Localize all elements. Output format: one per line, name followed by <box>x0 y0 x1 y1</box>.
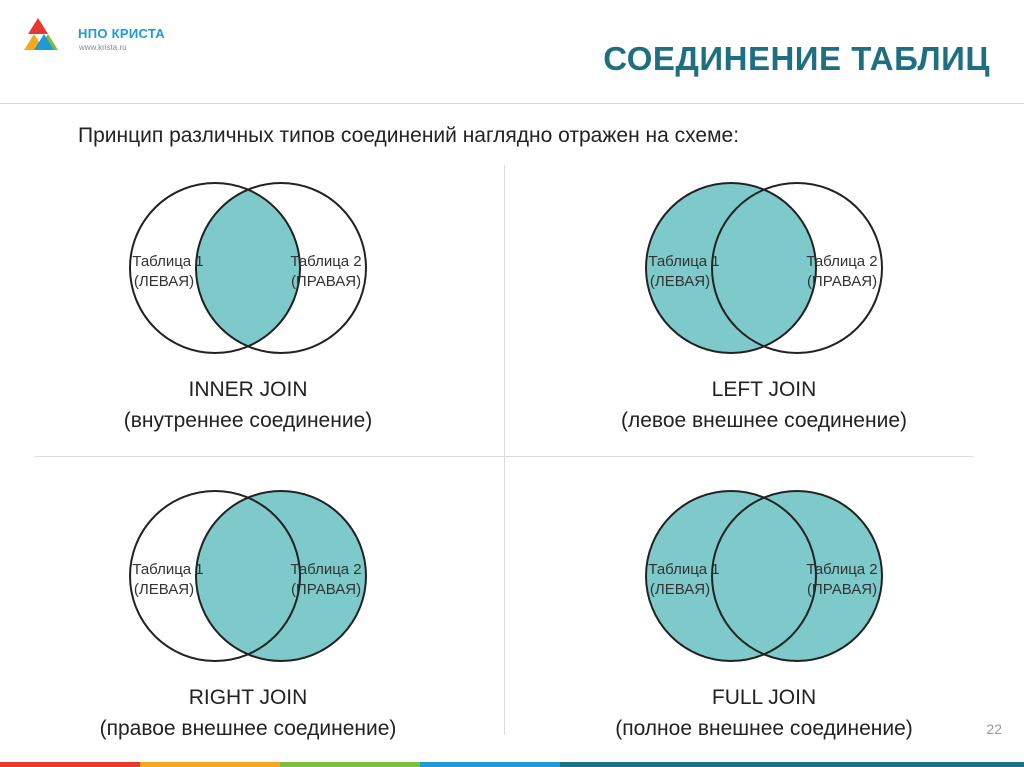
left-circle <box>645 490 817 662</box>
join-name: INNER JOIN <box>188 378 308 401</box>
right-label: (ПРАВАЯ) <box>807 581 877 598</box>
bar-red-segment <box>0 762 140 767</box>
right-label: (ПРАВАЯ) <box>291 581 361 598</box>
left-circle <box>129 182 301 354</box>
bar-green-segment <box>280 762 420 767</box>
left-circle-fill <box>646 183 816 353</box>
bottom-color-bar <box>0 762 1024 767</box>
right-circle-fill <box>196 491 366 661</box>
venn-inner-join: Таблица 1 (ЛЕВАЯ) Таблица 2 (ПРАВАЯ) <box>129 182 367 354</box>
left-label: (ЛЕВАЯ) <box>134 581 194 598</box>
header-divider <box>0 103 1024 104</box>
horizontal-divider <box>35 456 973 457</box>
join-desc: (внутреннее соединение) <box>123 409 373 432</box>
left-circle <box>645 182 817 354</box>
bar-orange-segment <box>140 762 280 767</box>
left-circle <box>129 490 301 662</box>
table1-label: Таблица 1 <box>648 561 719 578</box>
logo-name: НПО КРИСТА <box>78 26 165 41</box>
caption-full-join: FULL JOIN (полное внешнее соединение) <box>544 682 984 744</box>
table1-label: Таблица 1 <box>648 253 719 270</box>
table1-label: Таблица 1 <box>132 561 203 578</box>
right-circle-fill <box>712 491 882 661</box>
logo-triangles-icon <box>24 18 58 50</box>
left-label: (ЛЕВАЯ) <box>650 581 710 598</box>
bar-blue-segment <box>420 762 560 767</box>
join-name: RIGHT JOIN <box>188 686 308 709</box>
join-name: FULL JOIN <box>711 686 817 709</box>
right-circle <box>711 182 883 354</box>
table2-label: Таблица 2 <box>290 253 361 270</box>
right-label: (ПРАВАЯ) <box>291 273 361 290</box>
caption-left-join: LEFT JOIN (левое внешнее соединение) <box>544 374 984 436</box>
right-label: (ПРАВАЯ) <box>807 273 877 290</box>
page-title: СОЕДИНЕНИЕ ТАБЛИЦ <box>603 40 990 77</box>
join-name: LEFT JOIN <box>711 378 817 401</box>
logo-url: www.krista.ru <box>79 43 127 52</box>
join-desc: (правое внешнее соединение) <box>99 717 397 740</box>
right-circle <box>195 182 367 354</box>
venn-right-join: Таблица 1 (ЛЕВАЯ) Таблица 2 (ПРАВАЯ) <box>129 490 367 662</box>
table2-label: Таблица 2 <box>806 253 877 270</box>
table2-label: Таблица 2 <box>806 561 877 578</box>
intro-text: Принцип различных типов соединений нагля… <box>78 124 740 147</box>
venn-full-join: Таблица 1 (ЛЕВАЯ) Таблица 2 (ПРАВАЯ) <box>645 490 883 662</box>
caption-inner-join: INNER JOIN (внутреннее соединение) <box>28 374 468 436</box>
join-desc: (полное внешнее соединение) <box>615 717 913 740</box>
right-circle <box>195 490 367 662</box>
venn-left-join: Таблица 1 (ЛЕВАЯ) Таблица 2 (ПРАВАЯ) <box>645 182 883 354</box>
table1-label: Таблица 1 <box>132 253 203 270</box>
caption-right-join: RIGHT JOIN (правое внешнее соединение) <box>28 682 468 744</box>
left-label: (ЛЕВАЯ) <box>134 273 194 290</box>
vertical-divider <box>504 165 505 735</box>
left-label: (ЛЕВАЯ) <box>650 273 710 290</box>
table2-label: Таблица 2 <box>290 561 361 578</box>
join-desc: (левое внешнее соединение) <box>620 409 907 432</box>
right-circle <box>711 490 883 662</box>
page-number: 22 <box>986 721 1002 737</box>
intersection-area <box>196 183 300 353</box>
